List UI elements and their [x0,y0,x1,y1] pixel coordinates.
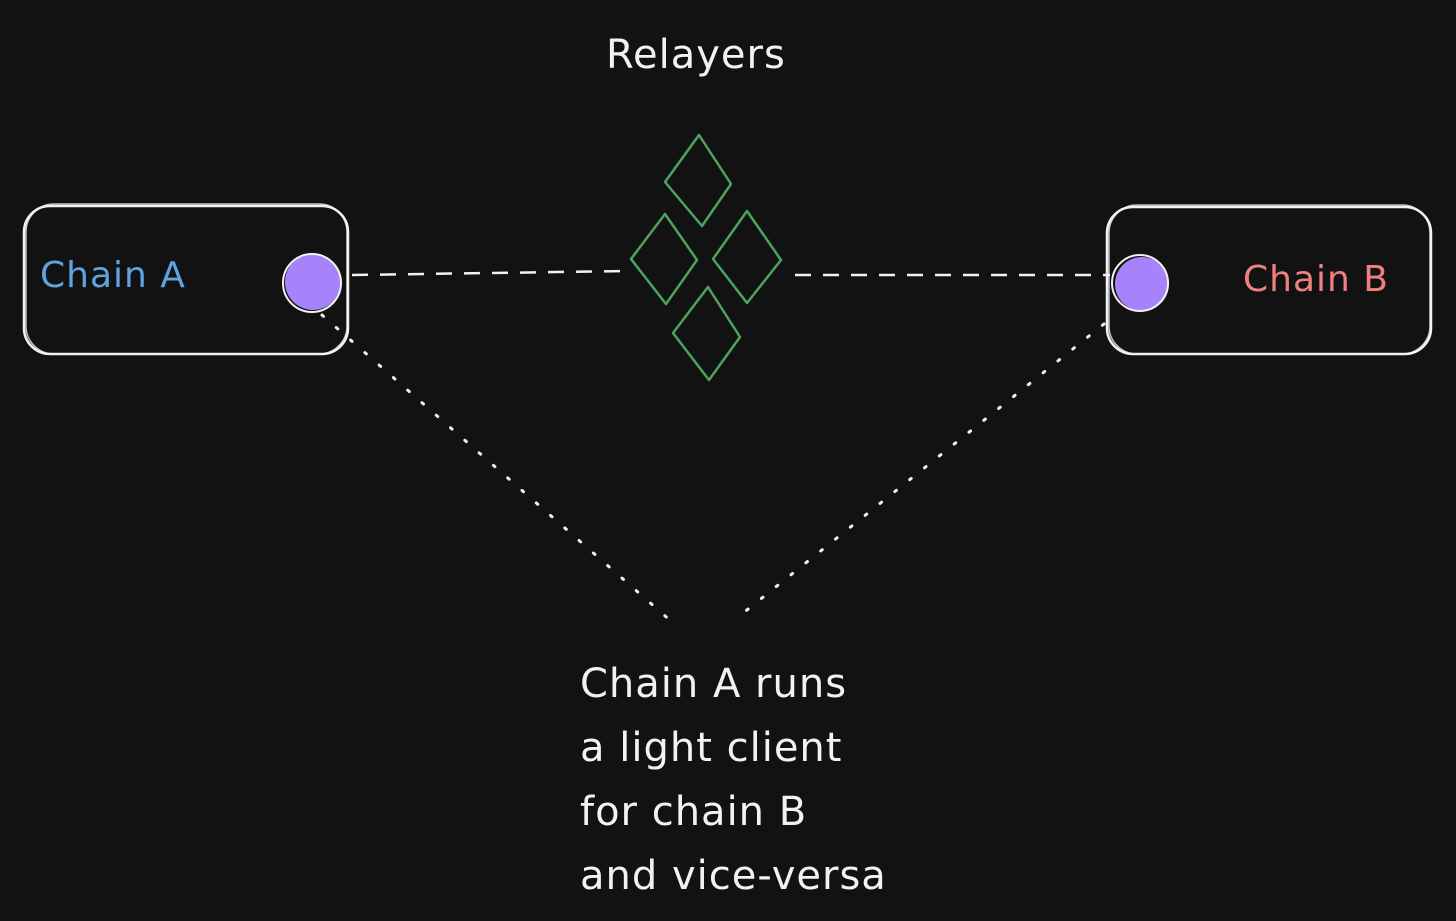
chain-a-label: Chain A [40,255,186,296]
chain-a-box[interactable] [22,203,350,356]
chain-b-node[interactable] [1111,254,1169,312]
relayer-diamond[interactable] [711,209,783,305]
relayer-diamond[interactable] [629,212,699,306]
chain-a-node[interactable] [282,253,342,313]
relayer-diamond[interactable] [671,285,742,382]
chain-b-box[interactable] [1105,204,1433,356]
connector-a-to-note [320,313,674,624]
relayers-group [629,133,783,382]
light-client-note: Chain A runs a light client for chain B … [580,652,887,908]
chain-b-label: Chain B [1243,259,1389,300]
note-line: a light client [580,725,843,771]
note-line: Chain A runs [580,661,848,707]
note-line: for chain B [580,789,808,835]
relayers-title: Relayers [606,32,786,78]
note-line: and vice-versa [580,853,887,899]
connector-b-to-note [740,322,1106,616]
relayer-diamond[interactable] [663,133,733,228]
connector-a-to-relayers [351,269,629,277]
